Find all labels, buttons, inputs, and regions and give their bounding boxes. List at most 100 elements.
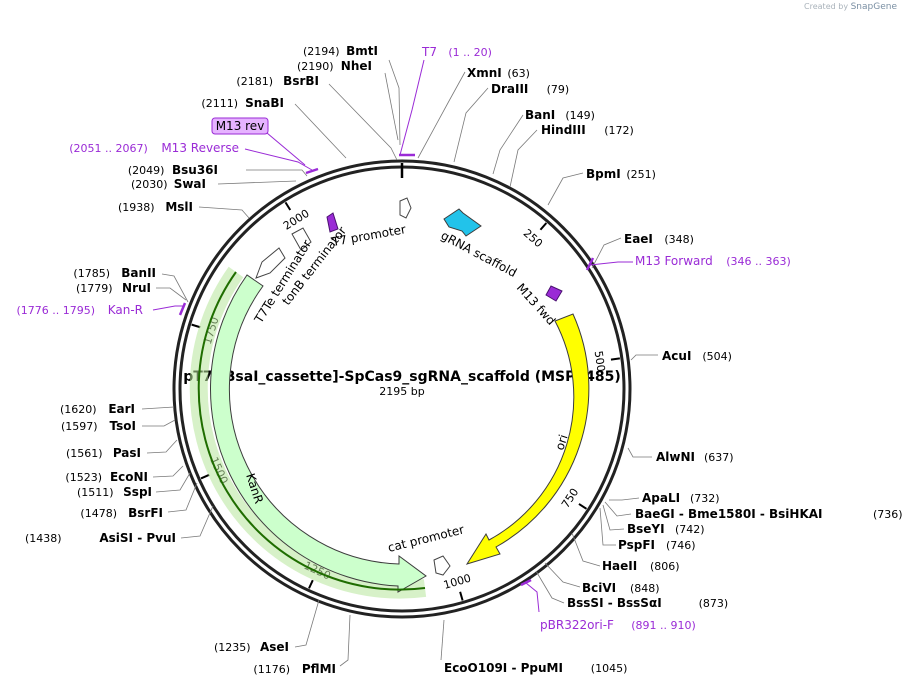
- site-bcivi[interactable]: (848)BciVI: [582, 581, 660, 595]
- primer-m13rev-primer[interactable]: (2051 .. 2067)M13 Reverse: [69, 141, 239, 155]
- site-ecoo109i[interactable]: (1045)EcoO109I - PpuMI: [444, 661, 627, 675]
- site-name: MslI: [165, 200, 193, 214]
- plasmid-name: pT7-[BsaI_cassette]-SpCas9_sgRNA_scaffol…: [183, 369, 621, 385]
- site-name: NruI: [122, 281, 151, 295]
- site-bsrbi[interactable]: (2181) BsrBI: [236, 74, 319, 88]
- tick-mark-250: [539, 222, 548, 231]
- site-name: PasI: [113, 446, 141, 460]
- site-bani[interactable]: (149) BanI: [525, 108, 595, 122]
- primer-kanr-primer[interactable]: (1776 .. 1795)Kan-R: [16, 303, 143, 317]
- site-hindiii[interactable]: (172)HindIII: [541, 123, 634, 137]
- site-name: AlwNI: [656, 450, 695, 464]
- site-position: (1779): [76, 282, 113, 295]
- site-bsssi[interactable]: (873) BssSI - BssSαI: [567, 596, 728, 610]
- site-position: (746): [666, 539, 696, 552]
- site-position: (1511): [77, 486, 114, 499]
- site-haeii[interactable]: (806)HaeII: [602, 559, 680, 573]
- cat-promoter-arrow[interactable]: [255, 247, 286, 279]
- site-name: TsoI: [110, 419, 136, 433]
- primer-leaders: [152, 59, 633, 613]
- site-name: BsrBI: [283, 74, 319, 88]
- site-name: ApaLI: [642, 491, 680, 505]
- site-position: (1438): [25, 532, 62, 545]
- site-position: (348): [664, 233, 694, 246]
- site-position: (848): [630, 582, 660, 595]
- site-pflmi[interactable]: (1176)PflMI: [253, 662, 336, 676]
- site-eaei[interactable]: (348) EaeI: [624, 232, 694, 246]
- site-name: DraIII: [491, 82, 528, 96]
- tick-mark-750: [578, 503, 588, 510]
- site-name: BpmI: [586, 167, 621, 181]
- site-position: (1176): [253, 663, 290, 676]
- site-banii[interactable]: (1785)BanII: [73, 266, 156, 280]
- site-name: BanI: [525, 108, 555, 122]
- site-name: SwaI: [174, 177, 206, 191]
- tick-label-500: 500: [592, 350, 608, 373]
- m13-rev-arrow[interactable]: [326, 212, 339, 233]
- site-xmni[interactable]: (63)XmnI: [467, 66, 530, 80]
- site-position: (732): [690, 492, 720, 505]
- site-name: XmnI: [467, 66, 502, 80]
- site-position: (504): [702, 350, 732, 363]
- site-position: (1045): [591, 662, 628, 675]
- site-snabi[interactable]: (2111)SnaBI: [201, 96, 284, 110]
- plasmid-length: 2195 bp: [379, 385, 424, 398]
- t7-promoter-arrow[interactable]: [399, 197, 412, 219]
- grna-scaffold-arrow[interactable]: [443, 208, 482, 237]
- site-swai[interactable]: (2030)SwaI: [131, 177, 206, 191]
- site-position: (2049): [128, 164, 165, 177]
- primer-position: (1 .. 20): [448, 46, 492, 59]
- site-alwni[interactable]: (637)AlwNI: [656, 450, 734, 464]
- site-labels: (2194)BmtI(2190)NheI (2181) BsrBI (2111)Sna…: [25, 44, 903, 676]
- site-nhei[interactable]: (2190)NheI: [297, 59, 372, 73]
- site-position: (742): [675, 523, 705, 536]
- site-bsu36i[interactable]: (2049) Bsu36I: [128, 163, 218, 177]
- site-econi[interactable]: (1523)EcoNI: [65, 470, 148, 484]
- ori-arrow[interactable]: [465, 313, 590, 565]
- site-baegi[interactable]: (736)BaeGI - Bme1580I - BsiHKAI: [635, 507, 903, 521]
- site-name: Bsu36I: [172, 163, 218, 177]
- site-pasi[interactable]: (1561)PasI: [66, 446, 141, 460]
- primer-name: T7: [421, 45, 437, 59]
- site-leaders: [141, 59, 658, 667]
- site-name: EcoNI: [110, 470, 148, 484]
- site-sspi[interactable]: (1511) SspI: [77, 485, 152, 499]
- primer-m13fwd[interactable]: (346 .. 363)M13 Forward: [635, 254, 791, 268]
- site-bpmi[interactable]: (251)BpmI: [586, 167, 656, 181]
- site-draiii[interactable]: (79)DraIII: [491, 82, 569, 96]
- site-acui[interactable]: (504)AcuI: [662, 349, 732, 363]
- primer-m13rev-box[interactable]: M13 rev: [211, 117, 269, 135]
- site-bmti[interactable]: (2194)BmtI: [303, 44, 378, 58]
- tick-mark-2000: [284, 201, 292, 211]
- kanr-arrow[interactable]: [210, 274, 427, 593]
- tick-mark-1500: [200, 473, 210, 480]
- t7te-terminator-arrow[interactable]: [433, 555, 451, 576]
- m13-fwd-arrow[interactable]: [545, 285, 563, 302]
- site-bseyi[interactable]: (742)BseYI: [627, 522, 705, 536]
- site-apali[interactable]: (732) ApaLI: [642, 491, 720, 505]
- site-position: (149): [565, 109, 595, 122]
- site-name: SspI: [123, 485, 152, 499]
- site-name: BssSI - BssSαI: [567, 596, 662, 610]
- primer-box: [211, 117, 269, 135]
- tick-mark-1000: [459, 591, 464, 601]
- site-tsoi[interactable]: (1597) TsoI: [61, 419, 136, 433]
- primer-pbr322[interactable]: (891 .. 910)pBR322ori-F: [540, 618, 696, 632]
- site-position: (1597): [61, 420, 98, 433]
- primer-name: M13 Forward: [635, 254, 713, 268]
- site-asei[interactable]: (1235)AseI: [214, 640, 289, 654]
- primer-t7[interactable]: (1 .. 20) T7: [421, 45, 492, 59]
- site-msli[interactable]: (1938) MslI: [118, 200, 193, 214]
- site-asisi[interactable]: (1438)AsiSI - PvuI: [25, 531, 176, 545]
- site-position: (873): [699, 597, 729, 610]
- tonb-terminator-arrow[interactable]: [291, 227, 312, 251]
- site-pspfi[interactable]: (746)PspFI: [618, 538, 696, 552]
- site-bsrfi[interactable]: (1478)BsrFI: [80, 506, 163, 520]
- site-eari[interactable]: (1620)EarI: [60, 402, 135, 416]
- site-name: AseI: [260, 640, 289, 654]
- site-position: (2181): [236, 75, 273, 88]
- site-name: EaeI: [624, 232, 653, 246]
- site-position: (1938): [118, 201, 155, 214]
- primer-name: pBR322ori-F: [540, 618, 614, 632]
- site-nrui[interactable]: (1779) NruI: [76, 281, 151, 295]
